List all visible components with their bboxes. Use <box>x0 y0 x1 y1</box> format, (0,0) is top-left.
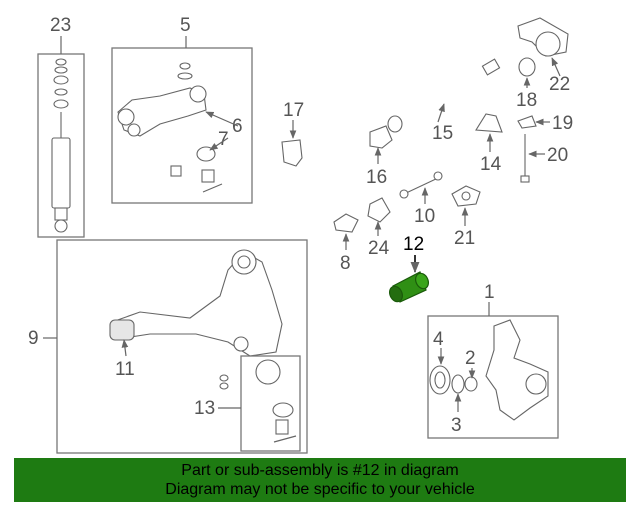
callout-20: 20 <box>547 145 568 166</box>
group-box-13 <box>240 355 301 452</box>
callout-24: 24 <box>368 238 390 259</box>
callout-22: 22 <box>549 74 570 95</box>
torsion-bar-mount-group[interactable] <box>517 17 569 77</box>
bracket-8-part[interactable] <box>333 213 359 233</box>
bolt-10-part[interactable] <box>399 171 443 199</box>
bushing-12-part[interactable] <box>387 271 431 304</box>
bracket-21-part[interactable] <box>451 185 481 207</box>
callout-17: 17 <box>283 100 304 121</box>
callout-1: 1 <box>484 282 495 303</box>
callout-9: 9 <box>28 328 39 349</box>
callout-12: 12 <box>403 234 424 255</box>
steering-knuckle-group[interactable] <box>427 302 559 439</box>
callout-18: 18 <box>516 90 537 111</box>
callout-4: 4 <box>433 329 444 350</box>
callout-15: 15 <box>432 123 453 144</box>
torsion-bar-part[interactable] <box>387 58 501 133</box>
callout-13: 13 <box>194 398 215 419</box>
bushing-cap-part[interactable] <box>475 113 503 133</box>
torsion-bar-adjuster-part[interactable] <box>369 125 393 149</box>
lower-control-arm-group[interactable] <box>43 239 308 454</box>
callout-6: 6 <box>232 116 243 137</box>
banner-line-1: Part or sub-assembly is #12 in diagram <box>181 462 459 479</box>
shock-absorber-group[interactable] <box>37 36 85 238</box>
banner-line-2: Diagram may not be specific to your vehi… <box>165 481 475 498</box>
group-box-9 <box>56 239 308 454</box>
callout-7: 7 <box>218 129 229 150</box>
callout-10: 10 <box>414 206 435 227</box>
upper-control-arm-group[interactable] <box>111 36 253 204</box>
callout-3: 3 <box>451 415 462 436</box>
callout-21: 21 <box>454 228 475 249</box>
callout-5: 5 <box>180 15 191 36</box>
callout-19: 19 <box>552 113 573 134</box>
group-box-1 <box>427 315 559 439</box>
callout-11: 11 <box>115 359 135 380</box>
bump-stop-part[interactable] <box>281 139 303 167</box>
callout-23: 23 <box>50 15 71 36</box>
callout-8: 8 <box>340 253 351 274</box>
info-banner: Part or sub-assembly is #12 in diagram D… <box>14 458 626 502</box>
callout-16: 16 <box>366 167 387 188</box>
nut-19-part[interactable] <box>517 115 537 129</box>
bracket-24-part[interactable] <box>367 197 391 223</box>
parts-diagram: 23 5 6 7 17 22 18 19 20 15 16 14 10 21 2… <box>28 15 573 454</box>
bolt-20-part[interactable] <box>520 134 530 183</box>
callout-2: 2 <box>465 348 476 369</box>
group-box-5 <box>111 47 253 204</box>
callout-14: 14 <box>480 154 502 175</box>
